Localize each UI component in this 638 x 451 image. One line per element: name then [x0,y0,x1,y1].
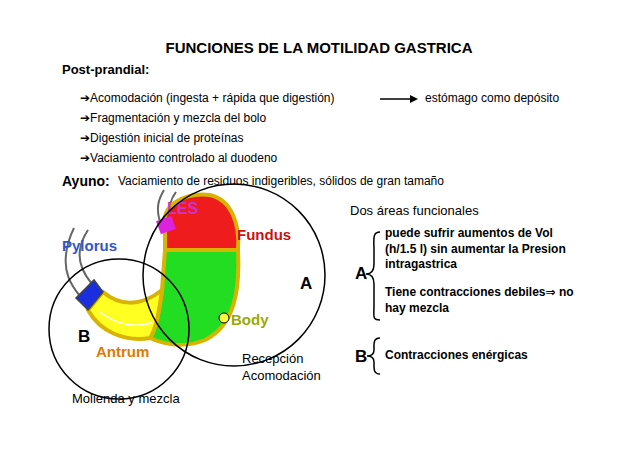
pylorus-region [76,280,103,310]
section-heading: Ayuno: [62,172,110,190]
circle-outline [142,183,326,367]
circle-letter: A [300,273,312,295]
part-name: Fundus [237,225,291,245]
part-name: Pylorus [62,236,117,256]
area-description: Contracciones enérgicas [385,348,528,364]
fundus-region [164,195,238,250]
area-description: puede sufrir aumentos de Vol (h/1.5 l) s… [385,226,580,273]
part-name: Body [231,310,269,330]
part-name: Antrum [96,342,149,362]
circle-letter: B [78,326,90,348]
circle-outline [143,184,325,366]
arrow-line [380,98,412,100]
bullet-text: ➔Vaciamiento controlado al duodeno [80,151,277,167]
functional-area-circle: ARecepción Acomodación [142,183,326,367]
functional-area-circle: BMolienda y mezcla [48,258,190,400]
bullet-result: estómago como depósito [425,91,559,107]
body-marker [219,313,229,323]
ruga [100,312,152,325]
brace [367,338,380,374]
circle-caption: Recepción Acomodación [242,351,342,385]
area-letter: A [355,263,367,285]
les-sphincter [156,216,176,235]
slide-title: FUNCIONES DE LA MOTILIDAD GASTRICA [0,38,638,58]
panel-heading: Dos áreas funcionales [350,203,479,220]
area-letter: B [355,346,367,368]
circle-caption: Molienda y mezcla [72,391,180,408]
section-heading: Post-prandial: [62,62,149,79]
circle-outline [49,259,189,399]
circle-outline [48,258,190,400]
bullet-text: ➔Acomodación (ingesta + rápida que diges… [80,91,335,107]
area-description: Tiene contracciones debiles⇒ no hay mezc… [385,285,580,316]
brace [366,232,380,320]
section-text: Vaciamiento de residuos indigeribles, só… [118,174,444,190]
arrow-head [410,95,418,103]
bullet-text: ➔Digestión inicial de proteínas [80,131,243,147]
body-region [150,250,238,345]
bullet-text: ➔Fragmentación y mezcla del bolo [80,111,266,127]
